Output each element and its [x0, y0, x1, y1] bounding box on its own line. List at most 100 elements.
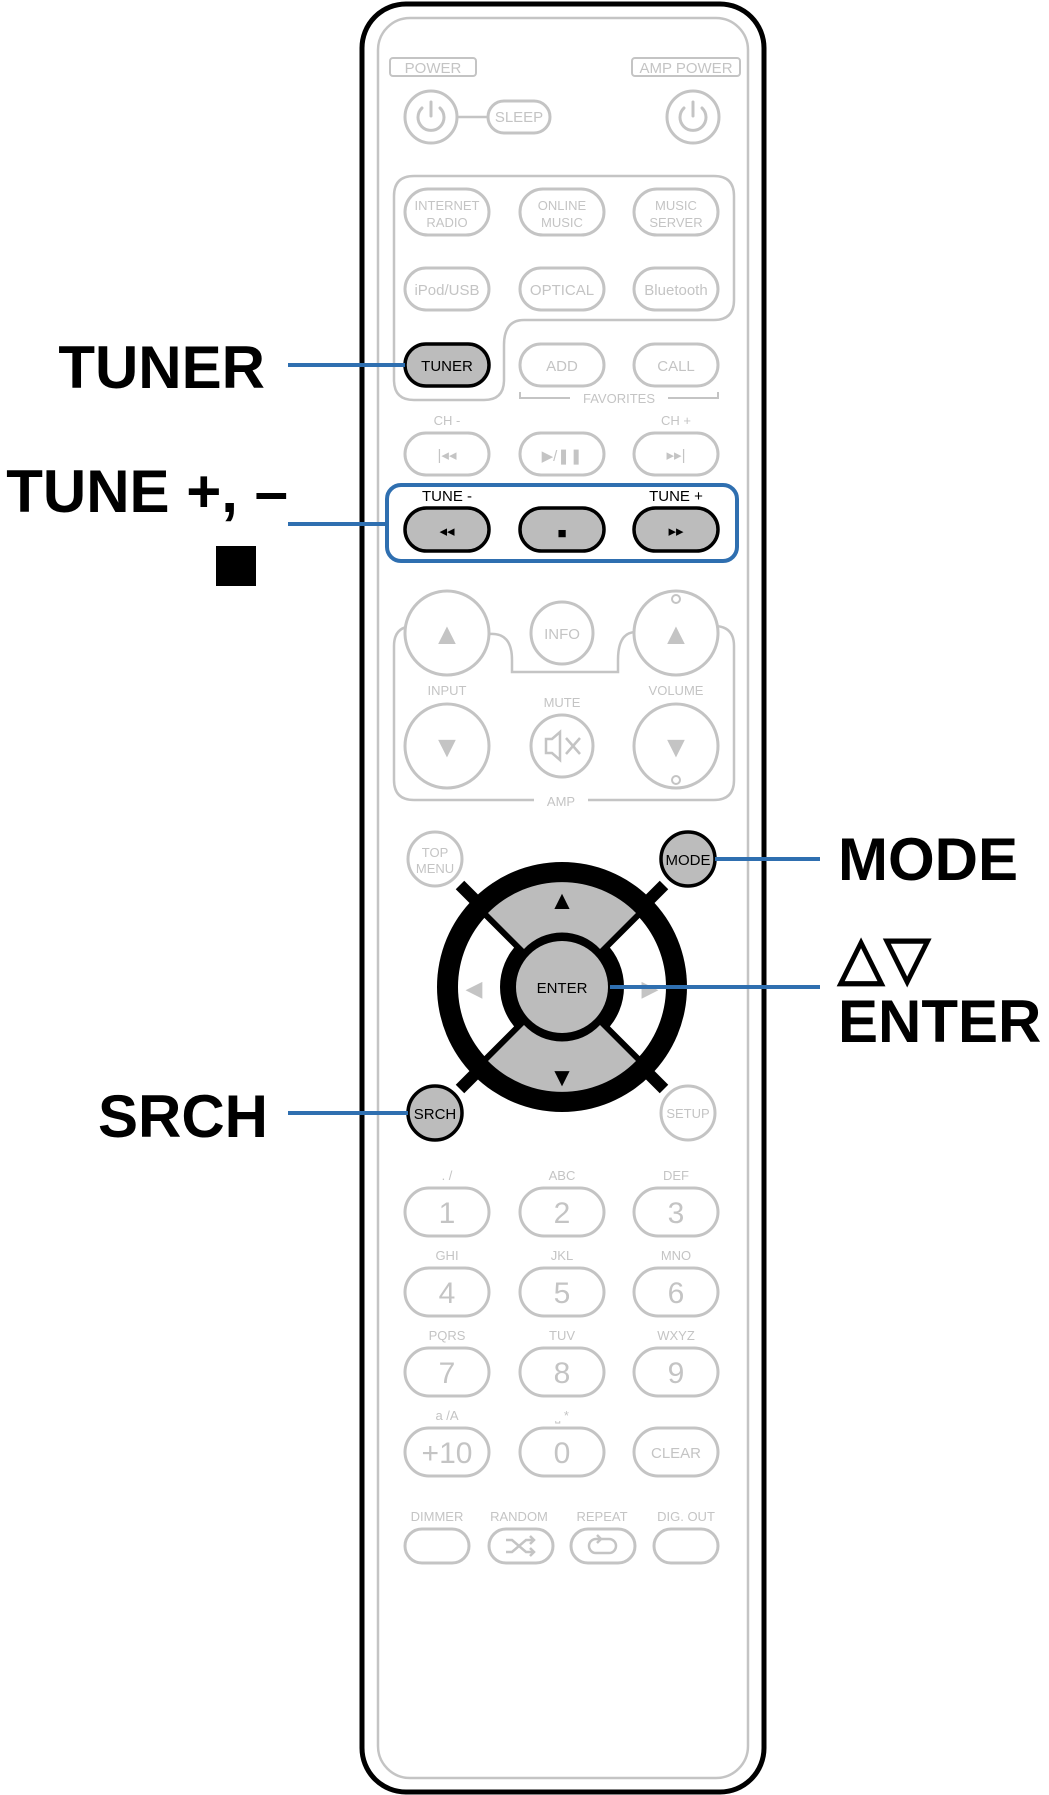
svg-text:SERVER: SERVER — [649, 215, 702, 230]
ch-plus-label: CH + — [661, 413, 691, 428]
keypad-letters-6: MNO — [661, 1248, 691, 1263]
nav-left-icon[interactable]: ◀ — [466, 976, 483, 1001]
play-pause-icon: ▶/❚❚ — [542, 448, 583, 465]
dimmer-label: DIMMER — [411, 1509, 464, 1524]
dig-out-button[interactable] — [652, 1527, 720, 1565]
mute-icon — [544, 729, 581, 763]
stop-icon: ■ — [557, 525, 566, 542]
keypad-button-7[interactable]: 7 — [403, 1346, 491, 1398]
music-server-button[interactable]: MUSIC SERVER — [632, 187, 720, 237]
volume-down-icon: ▼ — [661, 731, 691, 764]
keypad-letters-plus10: a /A — [435, 1408, 458, 1423]
svg-text:2: 2 — [554, 1197, 571, 1230]
svg-text:ONLINE: ONLINE — [538, 198, 587, 213]
svg-text:1: 1 — [439, 1197, 456, 1230]
svg-text:9: 9 — [668, 1357, 685, 1390]
keypad-letters-4: GHI — [435, 1248, 458, 1263]
mute-button[interactable] — [529, 713, 595, 779]
svg-text:7: 7 — [439, 1357, 456, 1390]
amp-power-button[interactable] — [665, 89, 721, 145]
bluetooth-button[interactable]: Bluetooth — [632, 266, 720, 312]
keypad-button-plus10[interactable]: +10 — [403, 1426, 491, 1478]
repeat-label: REPEAT — [576, 1509, 627, 1524]
svg-text:3: 3 — [668, 1197, 685, 1230]
input-up-icon: ▲ — [432, 618, 462, 651]
setup-button[interactable]: SETUP — [659, 1084, 717, 1142]
keypad-letters-3: DEF — [663, 1168, 689, 1183]
power-button[interactable] — [403, 89, 459, 145]
clear-button[interactable]: CLEAR — [632, 1426, 720, 1478]
tune-minus-button[interactable]: ◂◂ — [403, 506, 491, 553]
svg-text:SLEEP: SLEEP — [495, 109, 543, 126]
keypad-button-5[interactable]: 5 — [518, 1266, 606, 1318]
amp-power-label: AMP POWER — [639, 60, 732, 77]
svg-text:CLEAR: CLEAR — [651, 1445, 701, 1462]
tune-plus-label: TUNE + — [649, 488, 703, 505]
previous-button[interactable]: |◂◂ — [403, 431, 491, 477]
stop-button[interactable]: ■ — [518, 506, 606, 553]
callout-mode: MODE — [838, 826, 1018, 893]
call-button[interactable]: CALL — [632, 342, 720, 388]
power-label-frame — [389, 57, 477, 77]
nav-up-button[interactable] — [488, 882, 636, 949]
ipod-usb-button[interactable]: iPod/USB — [403, 266, 491, 312]
keypad-button-4[interactable]: 4 — [403, 1266, 491, 1318]
previous-icon: |◂◂ — [438, 447, 457, 464]
nav-down-button[interactable] — [488, 1025, 636, 1092]
info-button[interactable]: INFO — [529, 600, 595, 666]
play-pause-button[interactable]: ▶/❚❚ — [518, 431, 606, 477]
svg-text:6: 6 — [668, 1277, 685, 1310]
keypad-button-0[interactable]: 0 — [518, 1426, 606, 1478]
svg-text:5: 5 — [554, 1277, 571, 1310]
tune-plus-button[interactable]: ▸▸ — [632, 506, 720, 553]
svg-text:0: 0 — [554, 1437, 571, 1470]
nav-down-icon: ▼ — [549, 1062, 575, 1092]
keypad-letters-0: ⎵ * — [555, 1408, 569, 1423]
online-music-button[interactable]: ONLINE MUSIC — [518, 187, 606, 237]
input-label: INPUT — [428, 683, 467, 698]
keypad-button-6[interactable]: 6 — [632, 1266, 720, 1318]
source-group-frame — [392, 174, 736, 402]
svg-text:INTERNET: INTERNET — [415, 198, 480, 213]
keypad-button-9[interactable]: 9 — [632, 1346, 720, 1398]
repeat-button[interactable] — [569, 1527, 637, 1565]
amp-upper-bridge — [488, 630, 637, 674]
keypad-button-1[interactable]: 1 — [403, 1186, 491, 1238]
keypad-button-8[interactable]: 8 — [518, 1346, 606, 1398]
svg-text:ENTER: ENTER — [537, 980, 588, 997]
power-label: POWER — [405, 60, 462, 77]
mode-button[interactable]: MODE — [659, 830, 717, 888]
ch-minus-label: CH - — [434, 413, 461, 428]
keypad-button-3[interactable]: 3 — [632, 1186, 720, 1238]
keypad-button-2[interactable]: 2 — [518, 1186, 606, 1238]
amp-power-icon — [678, 100, 708, 132]
svg-text:+10: +10 — [422, 1437, 473, 1470]
input-down-button[interactable]: ▼ — [403, 702, 491, 790]
enter-button[interactable]: ENTER — [516, 941, 608, 1033]
input-up-button[interactable]: ▲ — [403, 589, 491, 677]
internet-radio-button[interactable]: INTERNET RADIO — [403, 187, 491, 237]
callout-srch: SRCH — [98, 1083, 268, 1150]
keypad-letters-9: WXYZ — [657, 1328, 695, 1343]
svg-text:OPTICAL: OPTICAL — [530, 282, 594, 299]
repeat-icon — [587, 1534, 618, 1555]
volume-up-button[interactable]: ▲ — [632, 589, 720, 677]
tuner-button[interactable]: TUNER — [403, 342, 491, 388]
dig-out-label: DIG. OUT — [657, 1509, 715, 1524]
next-button[interactable]: ▸▸| — [632, 431, 720, 477]
amp-group-frame — [392, 624, 736, 802]
svg-text:MUSIC: MUSIC — [655, 198, 697, 213]
shuffle-icon — [506, 1535, 536, 1557]
dimmer-button[interactable] — [403, 1527, 471, 1565]
svg-text:Bluetooth: Bluetooth — [644, 282, 707, 299]
volume-down-button[interactable]: ▼ — [632, 702, 720, 790]
srch-button[interactable]: SRCH — [406, 1084, 464, 1142]
top-menu-button[interactable]: TOP MENU — [406, 830, 464, 888]
sleep-button[interactable]: SLEEP — [486, 99, 552, 135]
random-button[interactable] — [487, 1527, 555, 1565]
favorites-bracket — [519, 392, 719, 399]
next-icon: ▸▸| — [667, 447, 686, 464]
optical-button[interactable]: OPTICAL — [518, 266, 606, 312]
add-button[interactable]: ADD — [518, 342, 606, 388]
